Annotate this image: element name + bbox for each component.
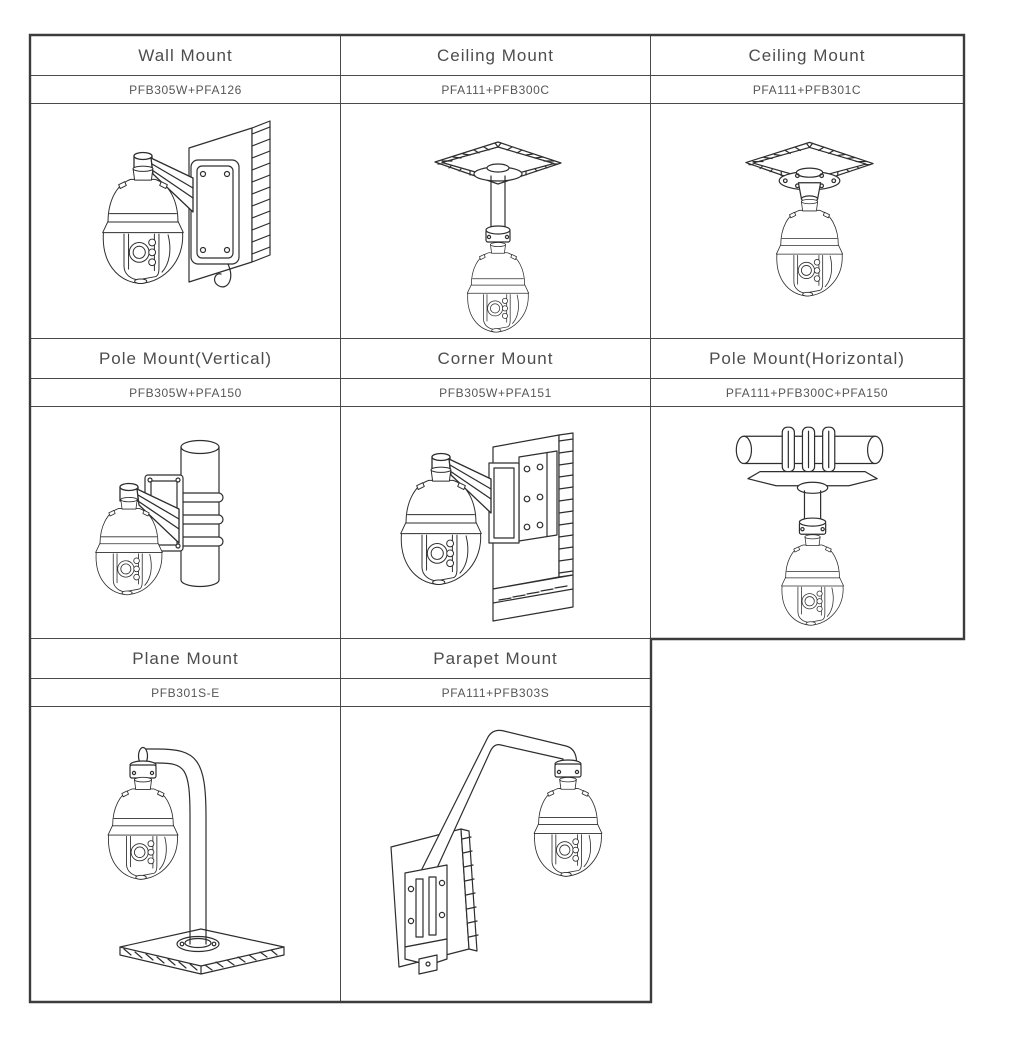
parapet-mount-figure (341, 707, 650, 1002)
ceiling-mount-compact-figure (651, 104, 963, 341)
cell-ceiling-mount-pendant: Ceiling Mount PFA111+PFB300C (341, 35, 651, 339)
plane-mount-figure (31, 707, 340, 1002)
mount-title: Corner Mount (341, 339, 650, 379)
wall-mount-figure (31, 104, 340, 339)
cell-ceiling-mount-compact: Ceiling Mount PFA111+PFB301C (651, 35, 964, 339)
mount-model: PFA111+PFB303S (341, 679, 650, 707)
cell-pole-mount-vertical: Pole Mount(Vertical) PFB305W+PFA150 (30, 339, 341, 639)
mount-model: PFB305W+PFA151 (341, 379, 650, 407)
pole-mount-vertical-figure (31, 407, 340, 639)
table-row: Pole Mount(Vertical) PFB305W+PFA150 (30, 339, 964, 639)
mount-title: Ceiling Mount (341, 36, 650, 76)
table-row: Plane Mount PFB301S-E (30, 639, 964, 1002)
mount-title: Pole Mount(Vertical) (31, 339, 340, 379)
mount-model: PFB305W+PFA126 (31, 76, 340, 104)
ceiling-mount-pendant-drawing (434, 141, 562, 333)
ceiling-mount-compact-drawing (745, 141, 874, 297)
cell-parapet-mount: Parapet Mount PFA111+PFB303S (341, 639, 651, 1002)
ceiling-mount-pendant-figure (341, 104, 650, 339)
mount-model: PFA111+PFB301C (651, 76, 963, 104)
mount-title: Parapet Mount (341, 639, 650, 679)
mount-title: Pole Mount(Horizontal) (651, 339, 963, 379)
cell-corner-mount: Corner Mount PFB305W+PFA151 (341, 339, 651, 639)
mount-model: PFB301S-E (31, 679, 340, 707)
table-row: Wall Mount PFB305W+PFA126 (30, 35, 964, 339)
parapet-mount-drawing (390, 729, 603, 975)
cell-plane-mount: Plane Mount PFB301S-E (30, 639, 341, 1002)
plane-mount-drawing (107, 746, 285, 975)
mount-title: Ceiling Mount (651, 36, 963, 76)
mount-title: Wall Mount (31, 36, 340, 76)
corner-mount-drawing (400, 432, 574, 622)
wall-mount-drawing (102, 120, 271, 288)
mount-model: PFA111+PFB300C+PFA150 (651, 379, 963, 407)
corner-mount-figure (341, 407, 650, 639)
pole-mount-vertical-drawing (95, 439, 224, 596)
pole-mount-horizontal-figure (651, 407, 963, 641)
mounting-options-table: Wall Mount PFB305W+PFA126 (30, 35, 964, 1002)
mount-model: PFB305W+PFA150 (31, 379, 340, 407)
mount-title: Plane Mount (31, 639, 340, 679)
cell-wall-mount: Wall Mount PFB305W+PFA126 (30, 35, 341, 339)
pole-mount-horizontal-drawing (735, 426, 884, 626)
cell-pole-mount-horizontal: Pole Mount(Horizontal) PFA111+PFB300C+PF… (651, 339, 964, 639)
mount-model: PFA111+PFB300C (341, 76, 650, 104)
